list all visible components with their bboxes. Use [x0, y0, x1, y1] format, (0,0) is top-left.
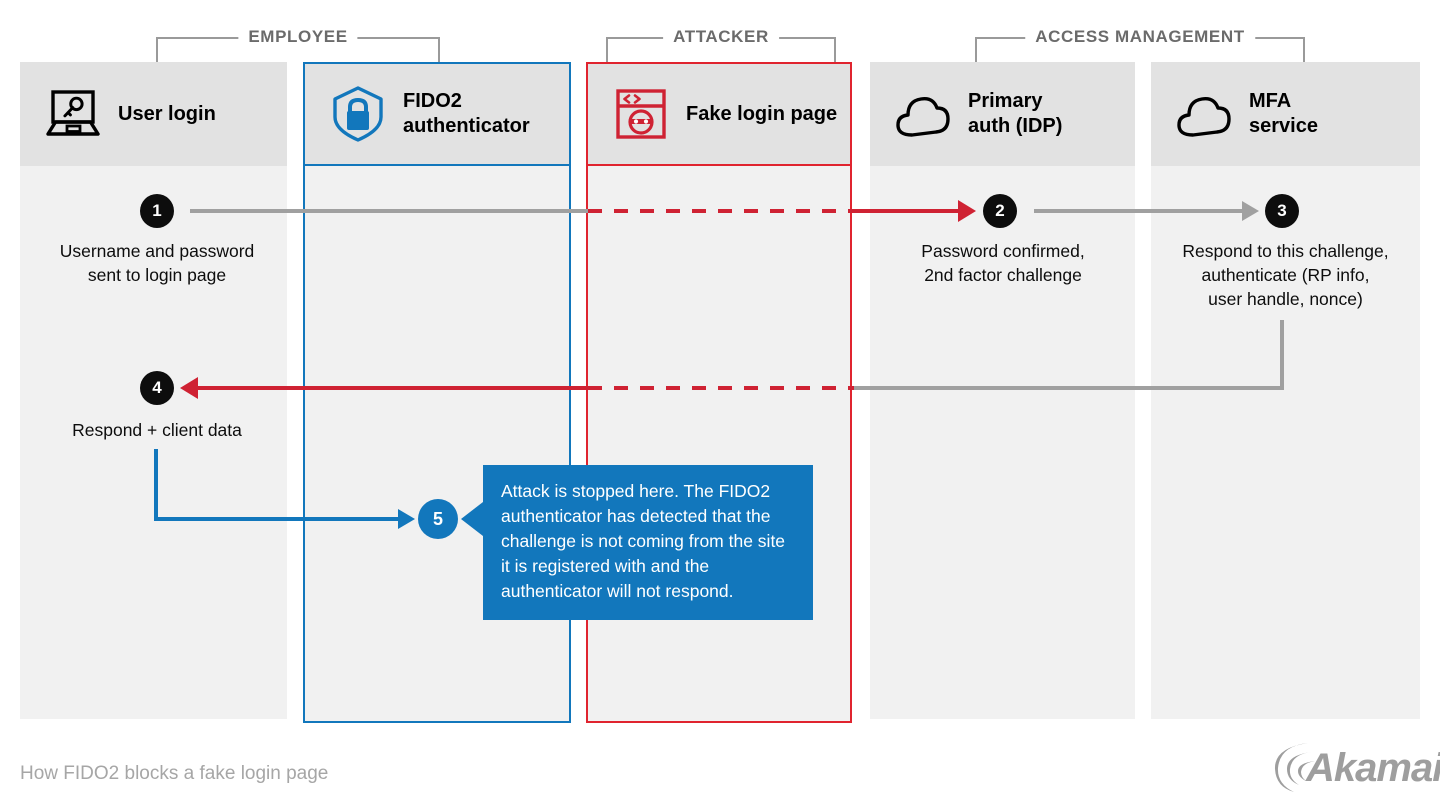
group-bracket-access-management: ACCESS MANAGEMENT [975, 26, 1305, 62]
column-header-fake-login-page: Fake login page [586, 62, 852, 166]
callout-tail [461, 502, 483, 536]
akamai-logo: Akamai [1268, 738, 1440, 801]
group-label-attacker: ATTACKER [663, 26, 779, 48]
flow-line-4-red-solid [196, 386, 590, 390]
step-badge-5: 5 [418, 499, 458, 539]
flow-arrow-into-step-5 [398, 509, 415, 529]
group-bracket-attacker: ATTACKER [606, 26, 836, 62]
column-title-primary-auth: Primary auth (IDP) [968, 90, 1063, 137]
akamai-wordmark: Akamai [1306, 746, 1440, 790]
flow-line-1-dashed-red [588, 209, 854, 213]
flow-line-5-vertical-blue [154, 449, 158, 521]
step-text-2: Password confirmed, 2nd factor challenge [921, 241, 1085, 285]
step-text-1: Username and password sent to login page [59, 241, 255, 285]
flow-line-1-red-solid [852, 209, 962, 213]
column-title-fido2-authenticator: FIDO2 authenticator [403, 90, 530, 137]
step-badge-1: 1 [140, 194, 174, 228]
column-primary-auth: Primary auth (IDP) [870, 62, 1135, 719]
step-text-4: Respond + client data [72, 420, 242, 440]
group-label-access-management: ACCESS MANAGEMENT [1025, 26, 1255, 48]
laptop-key-icon [42, 85, 104, 143]
flow-line-2-gray [1034, 209, 1253, 213]
column-header-user-login: User login [20, 62, 287, 166]
group-label-employee: EMPLOYEE [238, 26, 358, 48]
shield-lock-icon [327, 85, 389, 143]
flow-arrow-into-step-3 [1242, 201, 1259, 221]
column-header-fido2-authenticator: FIDO2 authenticator [303, 62, 571, 166]
step-badge-2: 2 [983, 194, 1017, 228]
flow-line-5-horizontal-blue [154, 517, 402, 521]
column-header-mfa-service: MFA service [1151, 62, 1420, 166]
callout-attack-stopped: Attack is stopped here. The FIDO2 authen… [483, 465, 813, 620]
column-mfa-service: MFA service [1151, 62, 1420, 719]
callout-text: Attack is stopped here. The FIDO2 authen… [501, 481, 786, 601]
step-badge-4: 4 [140, 371, 174, 405]
diagram-caption: How FIDO2 blocks a fake login page [20, 763, 329, 784]
column-header-primary-auth: Primary auth (IDP) [870, 62, 1135, 166]
cloud-icon [892, 85, 954, 143]
flow-arrow-into-step-2 [958, 200, 976, 222]
cloud-icon [1173, 85, 1235, 143]
column-fake-login-page: Fake login page [586, 62, 852, 723]
column-title-mfa-service: MFA service [1249, 90, 1318, 137]
step-text-3: Respond to this challenge, authenticate … [1182, 241, 1389, 309]
column-title-fake-login-page: Fake login page [686, 102, 838, 125]
flow-line-1-gray [190, 209, 588, 213]
akamai-swoosh-icon [1274, 743, 1315, 792]
fake-browser-icon [610, 85, 672, 143]
flow-arrow-into-step-4 [180, 377, 198, 399]
step-badge-3: 3 [1265, 194, 1299, 228]
flow-line-4-gray [852, 386, 1284, 390]
flow-line-3-vertical-gray [1280, 320, 1284, 390]
group-bracket-employee: EMPLOYEE [156, 26, 440, 62]
flow-line-4-dashed-red [588, 386, 854, 390]
column-fido2-authenticator: FIDO2 authenticator [303, 62, 571, 723]
column-title-user-login: User login [118, 102, 216, 125]
